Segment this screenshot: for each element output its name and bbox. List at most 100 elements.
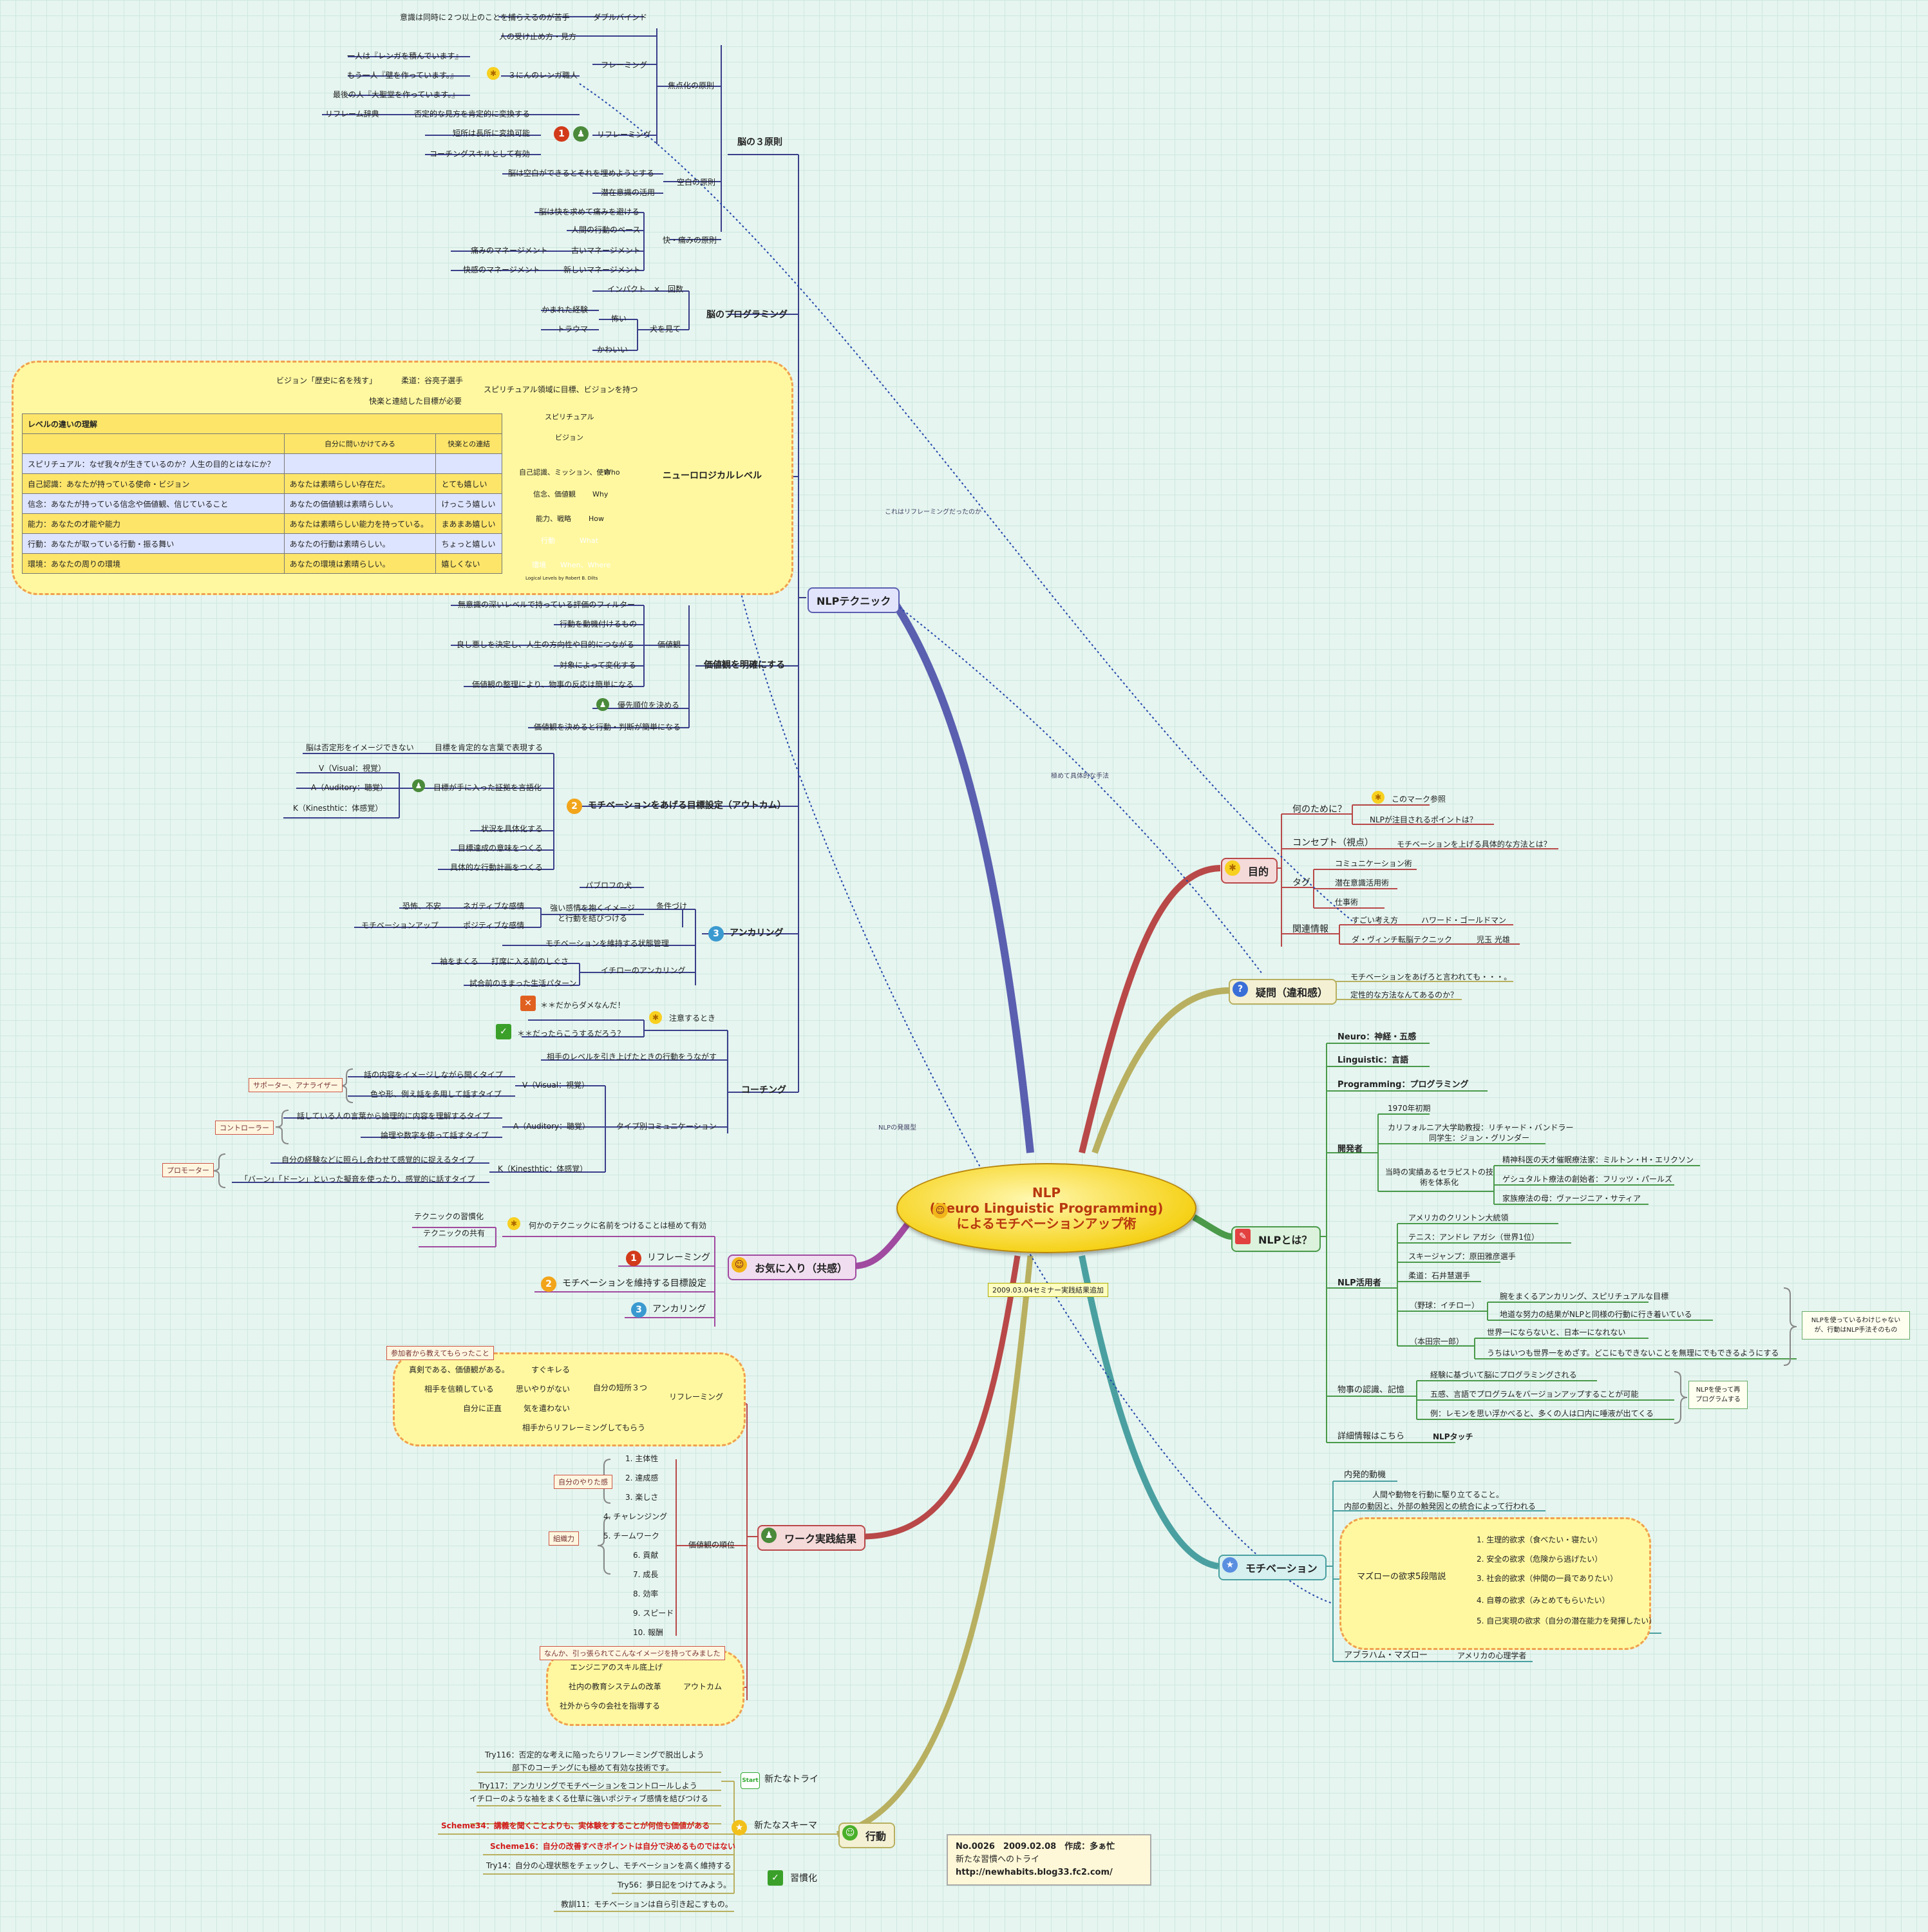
topic-doubt[interactable]: 疑問（違和感） (1229, 979, 1337, 1005)
type-k[interactable]: K（Kinesthtic：体感覚） (498, 1164, 588, 1173)
reframing-node[interactable]: リフレーミング (597, 130, 652, 139)
blank-node[interactable]: 空白の原則 (677, 178, 716, 187)
purpose-concept[interactable]: コンセプト（視点） (1292, 838, 1374, 848)
values-order-item: 5. チームワーク (603, 1531, 659, 1540)
number-2-icon: 2 (541, 1276, 556, 1292)
purpose-why[interactable]: 何のために？ (1292, 804, 1347, 815)
central-topic[interactable]: NLP (Neuro Linguistic Programming) によるモチ… (896, 1163, 1196, 1253)
lesson11: 教訓11：モチベーションは自ら引き起こすもの。 (561, 1900, 733, 1909)
moti-inner[interactable]: 内発的動機 (1344, 1470, 1386, 1480)
maslow[interactable]: マズローの欲求5段階説 (1357, 1572, 1446, 1582)
scheme34: Scheme34：講義を聞くことよりも、実体験をすることが何倍も価値がある (441, 1821, 710, 1830)
values-order[interactable]: 価値観の順位 (688, 1540, 735, 1549)
abraham[interactable]: アブラハム・マズロー (1344, 1651, 1428, 1660)
whatis-detail[interactable]: 詳細情報はこちら (1337, 1432, 1405, 1441)
try56: Try56：夢日記をつけてみよう。 (618, 1880, 732, 1889)
coaching-node[interactable]: コーチング (741, 1085, 786, 1095)
number-2-icon: 2 (567, 799, 582, 814)
short-4: 相手からリフレーミングしてもらう (522, 1423, 646, 1432)
purpose-label: 目的 (1248, 866, 1269, 878)
ichiro[interactable]: イチローのアンカリング (601, 966, 686, 975)
table-row: 自己認識：あなたが持っている使命・ビジョンあなたは素晴らしい存在だ。とても嬉しい (22, 473, 502, 494)
dev-d: 当時の実績あるセラピストの技術を体系化 (1385, 1168, 1493, 1187)
lightbulb-icon: ✱ (649, 1011, 662, 1024)
whatis-dev[interactable]: 開発者 (1337, 1144, 1363, 1154)
brick-1: 一人は『レンガを積んでいます』 (347, 52, 463, 61)
people-icon: ♟ (596, 698, 609, 711)
fav-d[interactable]: アンカリング (652, 1304, 706, 1314)
purpose-related[interactable]: 関連情報 (1292, 924, 1328, 934)
purpose-rel-b-r: 児玉 光雄 (1477, 935, 1510, 944)
purpose-concept-a: モチベーションを上げる具体的な方法とは？ (1397, 840, 1551, 849)
trauma: トラウマ (557, 325, 589, 334)
practice-note: 参加者から教えてもらったこと (386, 1346, 494, 1360)
values-sub[interactable]: 価値観 (657, 640, 681, 649)
dash-note-concrete: 極めて具体的な手法 (1051, 773, 1109, 780)
user-6: （本田宗一郎） (1410, 1337, 1464, 1346)
topic-nlp-technique[interactable]: NLPテクニック (808, 587, 900, 613)
pyr-env: 環境 (532, 561, 546, 569)
topic-what-is-nlp[interactable]: NLPとは？ (1231, 1226, 1321, 1252)
framing-node[interactable]: フレーミング (601, 61, 648, 70)
fav-b[interactable]: リフレーミング (647, 1253, 710, 1263)
type-k-b: 「バーン」「ドーン」といった擬音を使ったり、感覚的に話すタイプ (240, 1175, 475, 1184)
topic-favorite[interactable]: お気に入り（共感） (728, 1255, 857, 1280)
bricklayers-node[interactable]: ３にんのレンガ職人 (508, 71, 578, 80)
neuro-level-node[interactable]: ニューロロジカルレベル (663, 471, 762, 481)
dog-node[interactable]: 犬を見て (650, 325, 681, 334)
values-a: 無意識の深いレベルで持っている評価のフィルター (458, 600, 636, 609)
doubt-b: 定性的な方法なんてあるのか？ (1350, 990, 1459, 999)
double-bind-node[interactable]: ダブルバインド (593, 13, 648, 22)
dev-b: カリフォルニア大学助教授：リチャード・バンドラー (1388, 1123, 1574, 1132)
programming-node[interactable]: 脳のプログラミング (706, 310, 788, 320)
branch-doubt (1092, 987, 1229, 1154)
pleasure-node[interactable]: 快・痛みの原則 (663, 236, 717, 245)
try14: Try14：自分の心理状態をチェックし、モチベーションを高く維持する (486, 1861, 732, 1870)
topic-practice[interactable]: ワーク実践結果 (757, 1525, 866, 1551)
focus-node[interactable]: 焦点化の原則 (668, 81, 715, 90)
conditioning[interactable]: 条件づけ (656, 902, 688, 911)
type-v[interactable]: V（Visual：視覚） (522, 1081, 590, 1090)
outcome-note: なんか、引っ張られてこんなイメージを持ってみました (540, 1646, 725, 1660)
table-row: スピリチュアル：なぜ我々が生きているのか？人生の目的とはなにか？ (22, 453, 502, 474)
type-a[interactable]: A（Auditory：聴覚） (513, 1122, 591, 1131)
whatis-prog: Programming：プログラミング (1337, 1080, 1469, 1090)
user-5a: 腕をまくるアンカリング、スピリチュアルな目標 (1500, 1292, 1669, 1301)
whatis-users[interactable]: NLP活用者 (1337, 1278, 1381, 1288)
detail-link[interactable]: NLPタッチ (1433, 1432, 1473, 1441)
practice-reframing[interactable]: リフレーミング (669, 1392, 724, 1401)
vak-a: A（Auditory：聴覚） (311, 783, 388, 792)
outcome-b: 目標が手に入った証拠を言語化 (433, 783, 542, 792)
lightbulb-icon: ✱ (1225, 860, 1240, 876)
practice-outcome[interactable]: アウトカム (683, 1682, 723, 1691)
whatis-ling: Linguistic：言語 (1337, 1056, 1409, 1065)
new-scheme[interactable]: 新たなスキーマ (754, 1821, 817, 1831)
table-header-row: 自分に問いかけてみる快楽との連結 (22, 433, 502, 454)
new-try[interactable]: 新たなトライ (764, 1774, 818, 1785)
recog-note: NLPを使って再プログラムする (1688, 1381, 1748, 1409)
values-node[interactable]: 価値観を明確にする (704, 660, 786, 670)
maslow-4: 4. 自尊の欲求（みとめてもらいたい） (1477, 1596, 1610, 1605)
attention[interactable]: 注意するとき (669, 1014, 716, 1023)
outcome-3: 社外から今の会社を指導する (560, 1701, 661, 1710)
brain3-node[interactable]: 脳の３原則 (737, 137, 782, 147)
pyr-action: 行動 (541, 536, 555, 545)
whatis-recog[interactable]: 物事の認識、記憶 (1337, 1385, 1405, 1395)
purpose-rel-b: ダ・ヴィンチ転脳テクニック (1352, 935, 1453, 944)
level-table: レベルの違いの理解 自分に問いかけてみる快楽との連結 スピリチュアル：なぜ我々が… (22, 413, 502, 574)
table-row: 信念：あなたが持っている信念や価値観、信じていることあなたの価値観は素晴らしい。… (22, 493, 502, 514)
pyr-belief: 信念、価値観 (533, 490, 576, 498)
short-3[interactable]: 自分の短所３つ (593, 1383, 648, 1392)
habit[interactable]: 習慣化 (790, 1873, 817, 1884)
people-icon: ♟ (573, 126, 589, 142)
type-comm[interactable]: タイプ別コミュニケーション (616, 1122, 717, 1131)
reframe-dict[interactable]: リフレーム辞典 (325, 109, 379, 118)
fav-c[interactable]: モチベーションを維持する目標設定 (562, 1278, 706, 1289)
outcome-node[interactable]: モチベーションをあげる目標設定（アウトカム） (588, 800, 786, 811)
info-line-3[interactable]: http://newhabits.blog33.fc2.com/ (956, 1868, 1113, 1877)
anchoring-node[interactable]: アンカリング (730, 928, 784, 938)
star-icon: ★ (732, 1820, 747, 1835)
purpose-tag[interactable]: タグ (1292, 878, 1310, 888)
fav-a[interactable]: 何かのテクニックに名前をつけることは極めて有効 (529, 1221, 707, 1230)
values-b: 行動を動機付けるもの (560, 620, 638, 629)
